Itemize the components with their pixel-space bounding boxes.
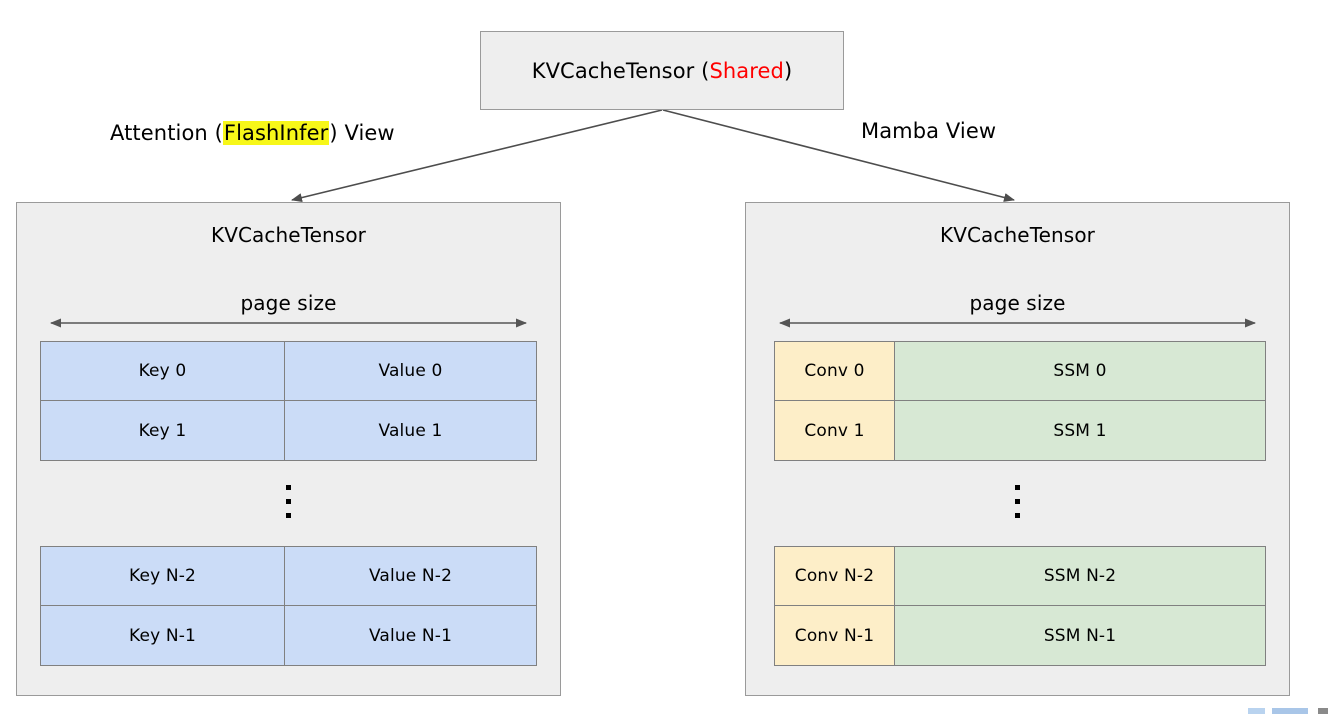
vertical-ellipsis-icon-left — [17, 485, 560, 518]
bottom-edge-artifact-c — [1318, 708, 1328, 714]
shared-box-label-main: KVCacheTensor ( — [531, 58, 710, 83]
cell-value-1[interactable]: Value 1 — [285, 401, 537, 461]
cell-group-top-left: Key 0 Value 0 Key 1 Value 1 — [40, 341, 537, 461]
page-size-measure-arrow-left — [50, 318, 527, 328]
table-row[interactable]: Key N-1 Value N-1 — [40, 606, 537, 666]
cell-key-n-1[interactable]: Key N-1 — [40, 606, 285, 666]
table-row[interactable]: Key N-2 Value N-2 — [40, 546, 537, 606]
vertical-ellipsis-icon-right — [746, 485, 1289, 518]
cell-value-0[interactable]: Value 0 — [285, 341, 537, 401]
cell-conv-n-2[interactable]: Conv N-2 — [774, 546, 895, 606]
page-size-label-left: page size — [240, 291, 337, 315]
cell-key-1[interactable]: Key 1 — [40, 401, 285, 461]
cell-conv-n-1[interactable]: Conv N-1 — [774, 606, 895, 666]
shared-keyword: Shared — [709, 58, 784, 83]
cell-group-top-right: Conv 0 SSM 0 Conv 1 SSM 1 — [774, 341, 1266, 461]
attention-view-panel: KVCacheTensor page size Key 0 Value 0 Ke… — [16, 202, 561, 696]
mamba-view-caption: Mamba View — [861, 119, 997, 143]
cell-key-0[interactable]: Key 0 — [40, 341, 285, 401]
flashinfer-keyword: FlashInfer — [222, 121, 330, 145]
attention-view-caption: Attention (FlashInfer) View — [110, 121, 395, 145]
attention-caption-suffix: ) View — [329, 121, 395, 145]
shared-box-label-tail: ) — [783, 58, 793, 83]
table-row[interactable]: Conv 1 SSM 1 — [774, 401, 1266, 461]
table-row[interactable]: Conv N-1 SSM N-1 — [774, 606, 1266, 666]
cell-key-n-2[interactable]: Key N-2 — [40, 546, 285, 606]
cell-ssm-n-2[interactable]: SSM N-2 — [895, 546, 1266, 606]
panel-title-left: KVCacheTensor — [211, 223, 366, 247]
cell-value-n-1[interactable]: Value N-1 — [285, 606, 537, 666]
cell-ssm-1[interactable]: SSM 1 — [895, 401, 1266, 461]
cell-conv-1[interactable]: Conv 1 — [774, 401, 895, 461]
cell-ssm-n-1[interactable]: SSM N-1 — [895, 606, 1266, 666]
cell-group-bottom-right: Conv N-2 SSM N-2 Conv N-1 SSM N-1 — [774, 546, 1266, 666]
cell-value-n-2[interactable]: Value N-2 — [285, 546, 537, 606]
bottom-edge-artifact-b — [1272, 708, 1308, 714]
mamba-view-panel: KVCacheTensor page size Conv 0 SSM 0 Con… — [745, 202, 1290, 696]
cell-group-bottom-left: Key N-2 Value N-2 Key N-1 Value N-1 — [40, 546, 537, 666]
table-row[interactable]: Key 1 Value 1 — [40, 401, 537, 461]
page-size-measure-arrow-right — [779, 318, 1256, 328]
attention-caption-prefix: Attention ( — [110, 121, 223, 145]
cell-ssm-0[interactable]: SSM 0 — [895, 341, 1266, 401]
page-size-label-right: page size — [969, 291, 1066, 315]
shared-box-label: KVCacheTensor (Shared) — [532, 59, 793, 83]
shared-kvcachetensor-box[interactable]: KVCacheTensor (Shared) — [480, 31, 844, 110]
table-row[interactable]: Conv 0 SSM 0 — [774, 341, 1266, 401]
table-row[interactable]: Conv N-2 SSM N-2 — [774, 546, 1266, 606]
panel-title-right: KVCacheTensor — [940, 223, 1095, 247]
cell-conv-0[interactable]: Conv 0 — [774, 341, 895, 401]
table-row[interactable]: Key 0 Value 0 — [40, 341, 537, 401]
bottom-edge-artifact-a — [1248, 708, 1265, 714]
